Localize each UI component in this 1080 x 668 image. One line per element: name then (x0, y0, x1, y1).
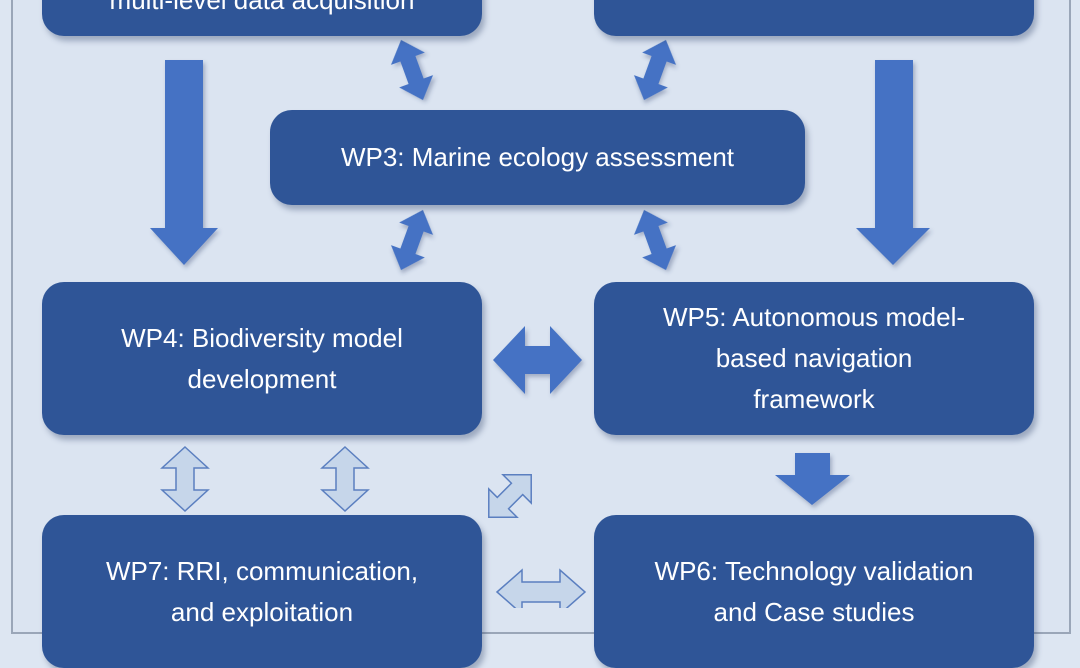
wp1-box: multi-level data acquisition (42, 0, 482, 36)
arrow-down-wp1-wp4 (150, 60, 218, 265)
arrow-double-wp5-wp7-diagonal (488, 474, 532, 518)
arrow-double-wp4-wp7-right (320, 445, 370, 513)
arrow-down-wp5-wp6 (775, 453, 850, 505)
wp3-label: WP3: Marine ecology assessment (340, 142, 735, 172)
arrow-double-wp1-wp3 (390, 39, 434, 101)
wp4-box: WP4: Biodiversity model development (42, 282, 482, 435)
wp7-label-line2: and exploitation (170, 597, 354, 627)
arrow-double-wp4-wp7-left (160, 445, 210, 513)
wp5-label-line1: WP5: Autonomous model- (662, 302, 966, 332)
wp4-label-line2: development (187, 363, 337, 394)
wp5-box: WP5: Autonomous model- based navigation … (594, 282, 1034, 435)
wp6-label-line1: WP6: Technology validation (654, 556, 974, 586)
arrow-double-wp3-wp4 (390, 209, 434, 271)
arrow-double-wp4-wp5 (493, 326, 582, 394)
wp1-label: multi-level data acquisition (109, 0, 415, 15)
wp6-box: WP6: Technology validation and Case stud… (594, 515, 1034, 668)
wp7-box: WP7: RRI, communication, and exploitatio… (42, 515, 482, 668)
wp4-label-line1: WP4: Biodiversity model (121, 322, 403, 353)
arrow-double-wp7-wp6 (495, 568, 587, 608)
wp6-label-line2: and Case studies (713, 597, 915, 627)
arrow-double-wp2-wp3 (633, 39, 677, 101)
arrow-double-wp3-wp5 (633, 209, 677, 271)
wp7-label-line1: WP7: RRI, communication, (105, 556, 419, 586)
wp5-label-line2: based navigation (715, 343, 913, 373)
wp2-box (594, 0, 1034, 36)
wp5-label-line3: framework (753, 384, 875, 414)
arrow-down-wp2-wp5 (856, 60, 930, 265)
wp3-box: WP3: Marine ecology assessment (270, 110, 805, 205)
arrows-layer (150, 39, 930, 608)
